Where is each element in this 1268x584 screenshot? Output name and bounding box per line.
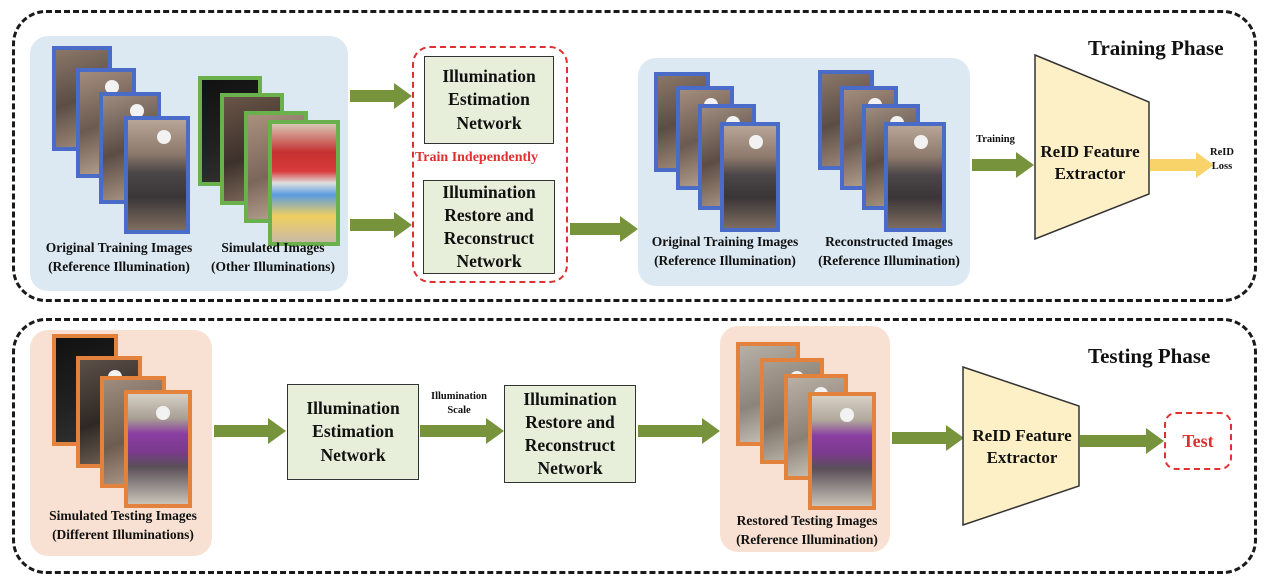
- person-image: [124, 390, 192, 508]
- arrow-to-estimation: [350, 83, 412, 109]
- arrow-to-restored: [638, 418, 720, 444]
- arrow-illumination-scale: [420, 418, 504, 444]
- simulated-images-caption: Simulated Images (Other Illuminations): [211, 240, 335, 274]
- training-label: Training: [976, 134, 1015, 145]
- reid-feature-extractor-training: [1034, 54, 1150, 240]
- illumination-estimation-network-box: Illumination Estimation Network: [424, 56, 554, 144]
- train-independently-label: Train Independently: [415, 150, 539, 165]
- person-image: [720, 122, 780, 232]
- train-independently-frame: [412, 46, 568, 283]
- reid-feature-extractor-testing: [962, 366, 1080, 526]
- test-box: Test: [1164, 412, 1232, 470]
- training-phase-frame: [12, 10, 1257, 302]
- arrow-to-loss: [1150, 152, 1214, 178]
- person-image: [268, 120, 340, 246]
- extractor-label-testing: ReID Feature Extractor: [972, 426, 1072, 468]
- illumination-restore-network-box: Illumination Restore and Reconstruct Net…: [423, 180, 555, 274]
- testing-phase-title: Testing Phase: [1088, 344, 1211, 368]
- reconstructed-images-caption: Reconstructed Images (Reference Illumina…: [818, 234, 960, 268]
- test-illumination-estimation-network-box: Illumination Estimation Network: [287, 384, 419, 480]
- simulated-testing-caption: Simulated Testing Images (Different Illu…: [49, 508, 197, 542]
- original-training-caption: Original Training Images (Reference Illu…: [45, 240, 193, 274]
- arrow-to-extractor: [972, 152, 1034, 178]
- person-image: [124, 116, 190, 234]
- test-illumination-restore-network-box: Illumination Restore and Reconstruct Net…: [504, 385, 636, 483]
- original-training-caption-2: Original Training Images (Reference Illu…: [651, 234, 799, 268]
- arrow-to-test: [1080, 428, 1164, 454]
- reid-loss-label: ReID Loss: [1210, 147, 1234, 172]
- person-image: [884, 122, 946, 232]
- person-image: [808, 392, 876, 510]
- arrow-to-output-panel: [570, 216, 638, 242]
- extractor-label-training: ReID Feature Extractor: [1040, 142, 1140, 184]
- testing-phase-frame: [12, 318, 1257, 574]
- illumination-scale-label: Illumination Scale: [430, 391, 488, 416]
- arrow-to-test-extractor: [892, 425, 964, 451]
- arrow-to-restore: [350, 212, 412, 238]
- training-phase-title: Training Phase: [1088, 36, 1224, 60]
- arrow-to-test-estimation: [214, 418, 286, 444]
- restored-testing-caption: Restored Testing Images (Reference Illum…: [736, 513, 878, 547]
